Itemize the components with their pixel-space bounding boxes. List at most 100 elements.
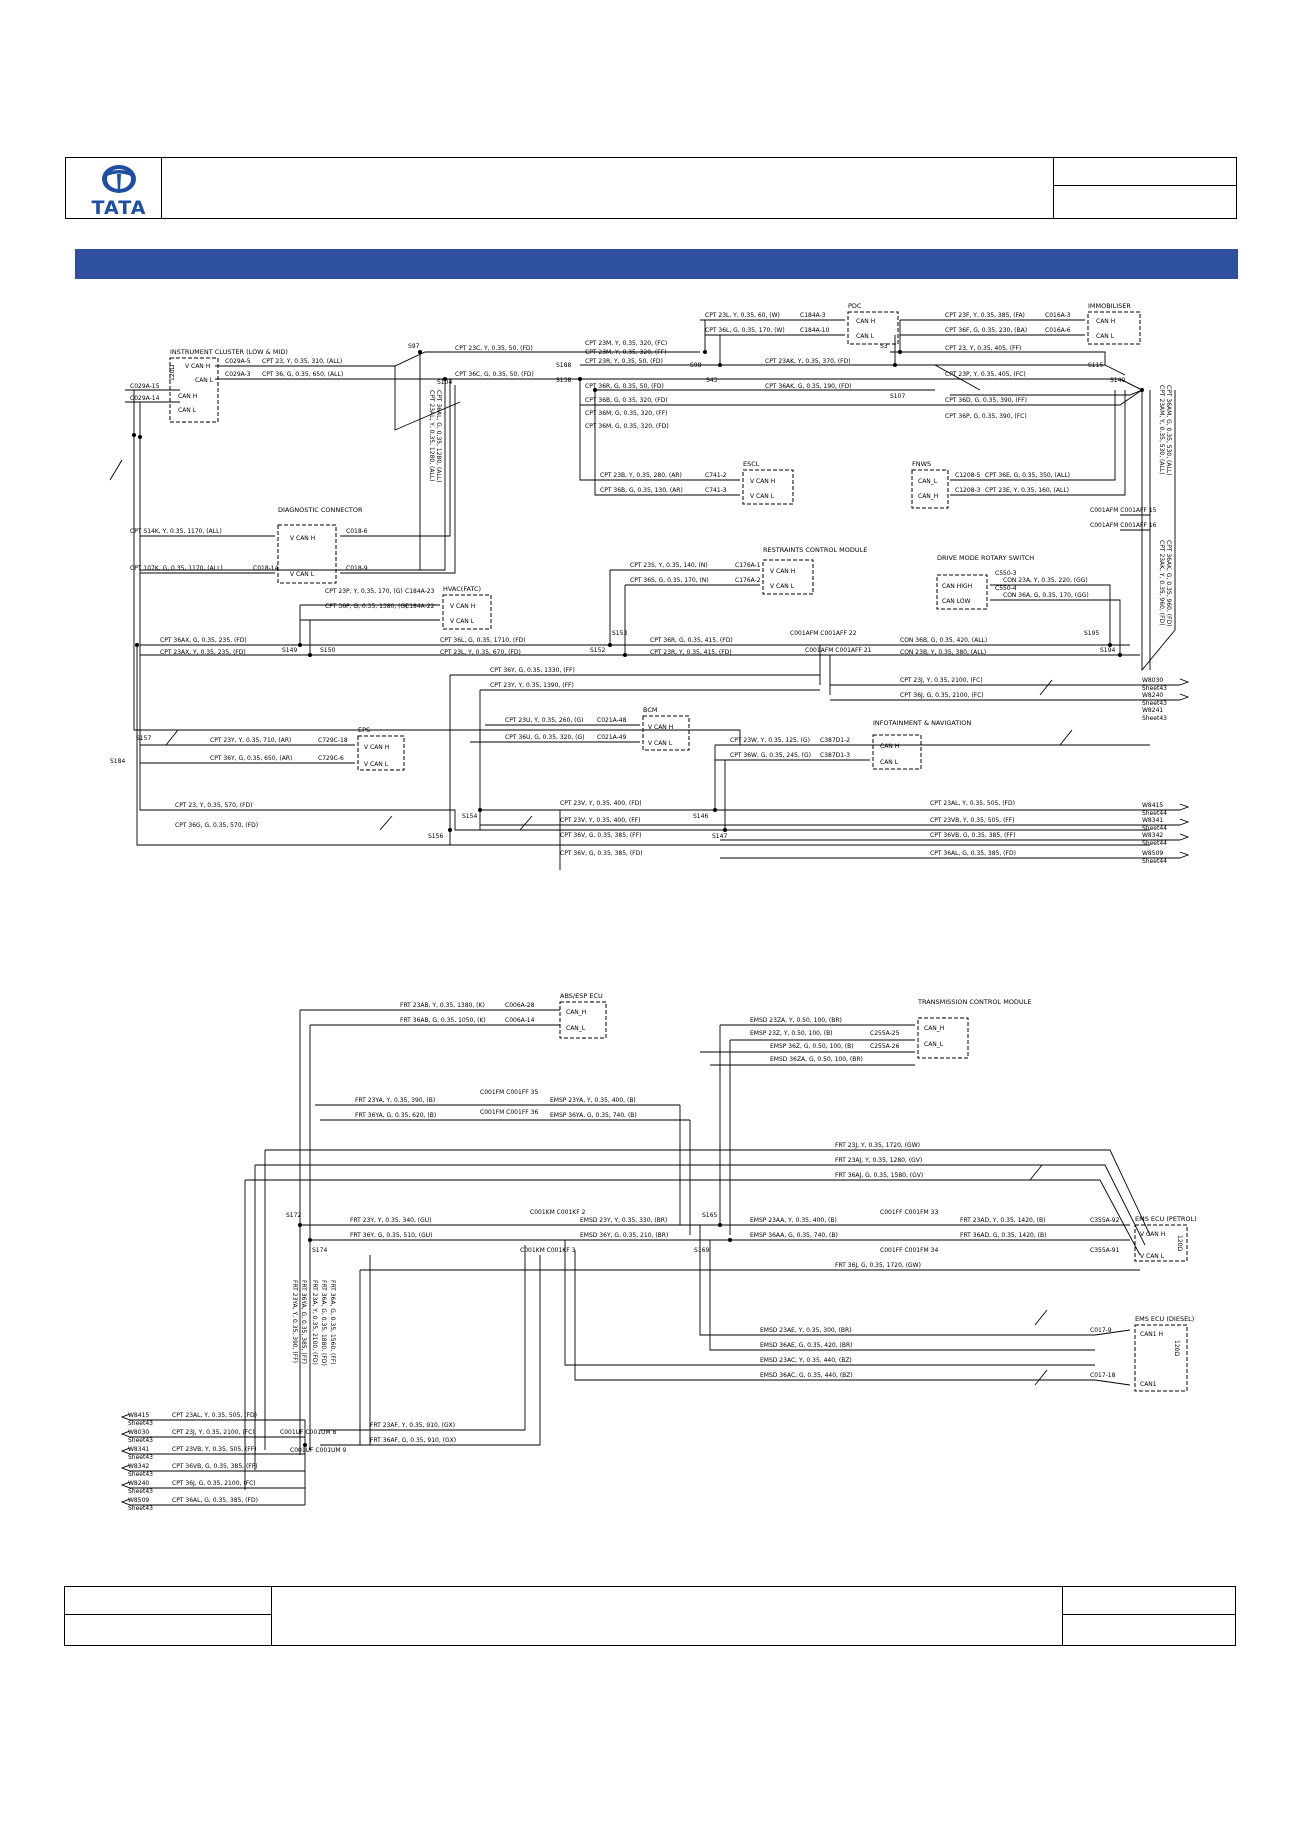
diagram-label: C021A-48: [597, 717, 627, 724]
diagram-label: S140: [1110, 377, 1125, 384]
diagram-label: FRT 36YA, G, 0.35, 385, (FF): [300, 1280, 307, 1364]
diagram-label: CPT 23L, Y, 0.35, 60, (W): [705, 312, 780, 319]
diagram-label: CAN L: [1096, 333, 1115, 340]
top-wire-labels: CPT 23, Y, 0.35, 310, (ALL) CPT 36, G, 0…: [130, 312, 1172, 857]
diagram-label: FRT 23YA, Y, 0.35, 390, (B): [355, 1097, 435, 1104]
diagram-label: CAN LOW: [942, 598, 971, 605]
diagram-label: FRT 23J, Y, 0.35, 1720, (GW): [835, 1142, 920, 1149]
module-eps: EPS V CAN H V CAN L: [357, 726, 405, 771]
diagram-label: CPT 36R, G, 0.35, 415, (FD): [650, 637, 733, 644]
diagram-label: CPT 36AL, G, 0.35, 1280, (ALL): [435, 390, 442, 482]
diagram-label: CPT 36M, G, 0.35, 320, (FF): [585, 410, 668, 417]
diagram-label: EMSD 36Y, G, 0.35, 210, (BR): [580, 1232, 668, 1239]
diagram-label: C184A-23: [405, 588, 435, 595]
diagram-label: CPT 23, Y, 0.35, 310, (ALL): [262, 358, 342, 365]
diagram-label: CPT 23, Y, 0.35, 405, (FF): [945, 345, 1021, 352]
diagram-label: V CAN H: [290, 535, 315, 542]
diagram-label: V CAN L: [364, 761, 389, 768]
diagram-label: FRT 36AF, G, 0.35, 910, (GX): [370, 1437, 456, 1444]
top-wires: [109, 319, 1180, 870]
diagram-label: EPS: [358, 726, 370, 734]
diagram-label: V CAN L: [1140, 1253, 1165, 1260]
diagram-label: S156: [428, 833, 443, 840]
diagram-label: CPT 23Y, Y, 0.35, 710, (AR): [210, 737, 291, 744]
can-diagram-bottom: ABS/ESP ECU CAN_H CAN_L TRANSMISSION CON…: [120, 992, 1197, 1512]
diagram-label: CPT 107K, G, 0.35, 1170, (ALL): [130, 565, 223, 572]
diagram-label: CPT 36V, G, 0.35, 385, (FF): [560, 832, 641, 839]
diagram-label: CPT 23S, Y, 0.35, 140, (N): [630, 562, 708, 569]
diagram-label: S154: [462, 813, 477, 820]
diagram-label: CPT 23AL, Y, 0.35, 505, (FD): [930, 800, 1015, 807]
diagram-label: CPT 36B, G, 0.35, 320, (FD): [585, 397, 668, 404]
diagram-label: CPT 36AM, G, 0.35, 530, (ALL): [1165, 385, 1172, 476]
diagram-label: V CAN H: [1140, 1231, 1165, 1238]
header-right-split: [1053, 185, 1237, 186]
diagram-label: V CAN H: [750, 478, 775, 485]
diagram-label: C001FF C001FM 34: [880, 1247, 938, 1254]
top-splice-dots: [132, 350, 1144, 832]
diagram-label: C355A-91: [1090, 1247, 1120, 1254]
diagram-label: C729C-6: [318, 755, 344, 762]
diagram-label: C029A-15: [130, 383, 160, 390]
diagram-label: CPT 36L, G, 0.35, 1710, (FD): [440, 637, 526, 644]
bottom-sheet-refs: W8415 Sheet43 W8030 Sheet43 W8341 Sheet4…: [128, 1412, 153, 1512]
diagram-label: CPT 23V, Y, 0.35, 400, (FF): [560, 817, 640, 824]
diagram-label: CPT 23Y, Y, 0.35, 1390, (FF): [490, 682, 574, 689]
diagram-label: CON 36A, G, 0.35, 170, (GG): [1003, 592, 1089, 599]
module-ems-petrol: EMS ECU (PETROL) V CAN H V CAN L 120Ω: [1134, 1215, 1197, 1262]
diagram-label: CPT 23P, Y, 0.35, 405, (FC): [945, 371, 1026, 378]
diagram-label: CAN_L: [566, 1025, 586, 1032]
diagram-label: C021A-49: [597, 734, 627, 741]
diagram-label: EMSD 36ZA, G, 0.50, 100, (BR): [770, 1056, 863, 1063]
diagram-label: Sheet44: [1142, 825, 1167, 832]
diagram-label: V CAN L: [450, 618, 475, 625]
diagram-label: CPT 23M, Y, 0.35, 320, (FF): [585, 349, 667, 356]
footer-divider-right: [1062, 1586, 1063, 1646]
diagram-label: Sheet43: [128, 1488, 153, 1495]
diagram-label: CPT 36AX, G, 0.35, 235, (FD): [160, 637, 247, 644]
diagram-label: S147: [712, 833, 727, 840]
diagram-label: Sheet43: [1142, 685, 1167, 692]
diagram-label: C387D1-2: [820, 737, 850, 744]
diagram-label: C387D1-3: [820, 752, 850, 759]
diagram-label: CPT 23U, Y, 0.35, 260, (G): [505, 717, 583, 724]
diagram-label: C729C-18: [318, 737, 348, 744]
bottom-wires: [130, 1009, 1151, 1506]
diagram-label: V CAN H: [185, 363, 210, 370]
diagram-label: FRT 23AB, Y, 0.35, 1380, (K): [400, 1002, 485, 1009]
diagram-label: CPT 36W, G, 0.35, 245, (G): [730, 752, 811, 759]
header-table: [65, 157, 1237, 219]
diagram-label: EMSD 36AE, G, 0.35, 420, (BR): [760, 1342, 853, 1349]
diagram-label: FRT 23AD, Y, 0.35, 1420, (B): [960, 1217, 1045, 1224]
diagram-label: C017-9: [1090, 1327, 1112, 1334]
diagram-label: PDC: [848, 302, 862, 310]
diagram-label: CPT 23F, Y, 0.35, 385, (FA): [945, 312, 1025, 319]
diagram-label: EMSP 23Z, Y, 0.50, 100, (B): [750, 1030, 833, 1037]
diagram-label: CPT 23E, Y, 0.35, 160, (ALL): [985, 487, 1069, 494]
diagram-label: C001FM C001FF 36: [480, 1109, 538, 1116]
diagram-label: FRT 36J, G, 0.35, 1720, (GW): [835, 1262, 921, 1269]
footer-table: [64, 1586, 1236, 1646]
module-hvac: HVAC(FATC) V CAN H V CAN L: [442, 585, 492, 630]
bottom-wire-labels: FRT 23AB, Y, 0.35, 1380, (K) FRT 36AB, G…: [172, 1002, 1046, 1504]
diagram-label: V CAN H: [450, 603, 475, 610]
diagram-label: CPT 36AL, G, 0.35, 385, (FD): [172, 1497, 258, 1504]
diagram-label: C006A-14: [505, 1017, 535, 1024]
diagram-label: C001FF C001FM 33: [880, 1209, 938, 1216]
module-escl: ESCL V CAN H V CAN L: [742, 460, 794, 505]
diagram-label: W8341: [1142, 817, 1163, 824]
diagram-label: C1208-5: [955, 472, 981, 479]
diagram-label: C001KM C001KF 2: [530, 1209, 586, 1216]
diagram-label: CAN HIGH: [942, 583, 972, 590]
module-infotainment: INFOTAINMENT & NAVIGATION CAN H CAN L: [872, 719, 971, 770]
diagram-label: RESTRAINTS CONTROL MODULE: [763, 546, 867, 554]
diagram-label: C176A-2: [735, 577, 761, 584]
diagram-label: CPT 36AK, G, 0.35, 190, (FD): [765, 383, 852, 390]
diagram-label: S157: [136, 735, 151, 742]
bottom-arrows: [120, 1413, 131, 1506]
diagram-label: CPT 23V, Y, 0.35, 400, (FD): [560, 800, 642, 807]
module-title: INSTRUMENT CLUSTER (LOW & MID): [170, 348, 288, 356]
diagram-label: S153: [612, 630, 627, 637]
diagram-label: CPT 23AK, Y, 0.35, 370, (FD): [765, 358, 851, 365]
diagram-label: S146: [693, 813, 708, 820]
